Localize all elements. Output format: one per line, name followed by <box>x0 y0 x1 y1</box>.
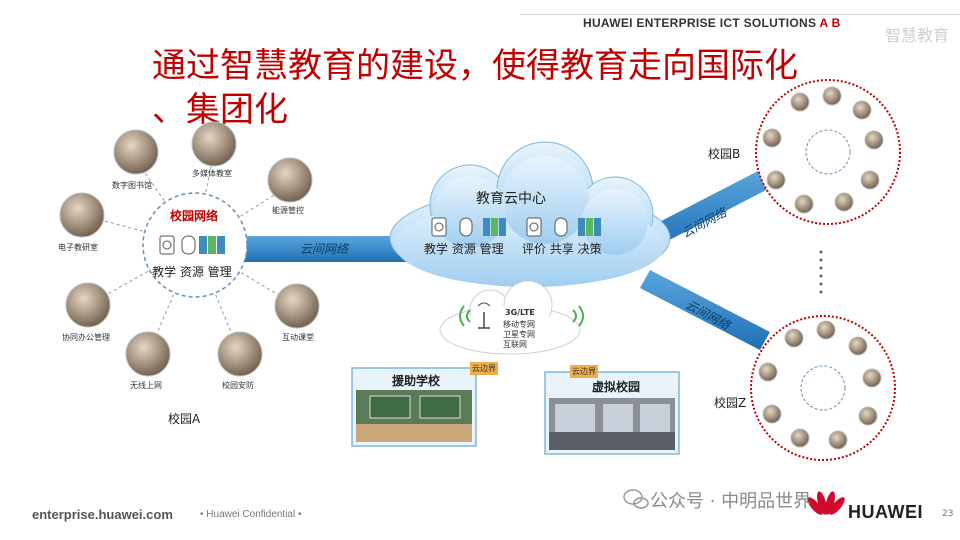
cloud-labels-left: 教学 资源 管理 <box>424 240 504 257</box>
link-left-label: 云间网络 <box>300 240 348 257</box>
campus-b-name: 校园B <box>708 145 740 162</box>
ellipsis-dots <box>820 251 823 294</box>
campus-a-node-0: 数字图书馆 <box>112 180 152 191</box>
panel-right-title: 虚拟校园 <box>592 378 640 395</box>
cloud-title: 教育云中心 <box>476 188 546 208</box>
campus-a-node-7: 电子教研室 <box>58 242 98 253</box>
campus-a-node-3: 互动课堂 <box>282 332 314 343</box>
education-cloud <box>390 142 670 287</box>
mobile-label-1: 3G/LTE <box>505 308 535 317</box>
mobile-label-4: 互联网 <box>503 339 527 350</box>
cloud-labels-right: 评价 共享 决策 <box>522 240 602 257</box>
footer-url[interactable]: enterprise.huawei.com <box>32 507 173 522</box>
campus-a-node-6: 协同办公管理 <box>62 332 110 343</box>
campus-a-center-title: 校园网络 <box>170 207 218 224</box>
huawei-logo-text: HUAWEI <box>848 502 923 523</box>
wechat-icon <box>624 490 648 508</box>
page-number: 23 <box>942 509 953 519</box>
campus-a-hub-icons <box>160 236 225 254</box>
huawei-logo-icon <box>805 490 847 517</box>
panel-right-badge: 云边界 <box>570 365 598 378</box>
campus-a-node-4: 校园安防 <box>222 380 254 391</box>
campus-a-center-labels: 教学 资源 管理 <box>152 263 232 280</box>
watermark-text: 公众号 · 中明品世界 <box>650 487 811 513</box>
campus-a-node-2: 能源管控 <box>272 205 304 216</box>
campus-a-name: 校园A <box>168 410 200 427</box>
footer-confidential: • Huawei Confidential • <box>200 509 302 520</box>
campus-a-node-5: 无线上网 <box>130 380 162 391</box>
panel-left-title: 援助学校 <box>392 372 440 389</box>
campus-z-name: 校园Z <box>714 394 746 411</box>
campus-a-node-1: 多媒体教室 <box>192 168 232 179</box>
panel-left-badge: 云边界 <box>470 362 498 375</box>
